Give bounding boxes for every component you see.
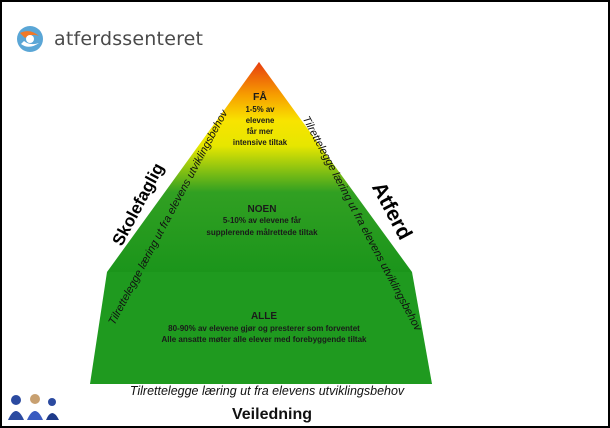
top-tier-line: elevene: [246, 116, 275, 125]
bottom-tier-line: Alle ansatte møter alle elever med foreb…: [162, 335, 368, 344]
people-illustration-icon: [2, 390, 62, 426]
middle-tier-line: supplerende målrettede tiltak: [206, 228, 318, 237]
top-tier-heading: FÅ: [253, 90, 267, 103]
footer-label: Veiledning: [231, 406, 312, 423]
top-tier-line: intensive tiltak: [233, 138, 288, 147]
top-tier-line: 1-5% av: [245, 105, 275, 114]
top-tier-line: får mer: [247, 127, 273, 136]
middle-tier-line: 5-10% av elevene får: [223, 216, 301, 225]
pyramid-top-overlay: [107, 62, 412, 272]
base-text: Tilrettelegge læring ut fra elevens utvi…: [129, 384, 405, 398]
bottom-tier-heading: ALLE: [251, 311, 277, 322]
logo-swirl-icon: [17, 26, 43, 52]
pyramid-base: [90, 272, 432, 384]
bottom-tier-line: 80-90% av elevene gjør og presterer som …: [168, 324, 360, 333]
logo-text: atferdssenteret: [54, 28, 204, 50]
logo: atferdssenteret: [12, 24, 203, 54]
middle-tier-heading: NOEN: [248, 204, 277, 215]
